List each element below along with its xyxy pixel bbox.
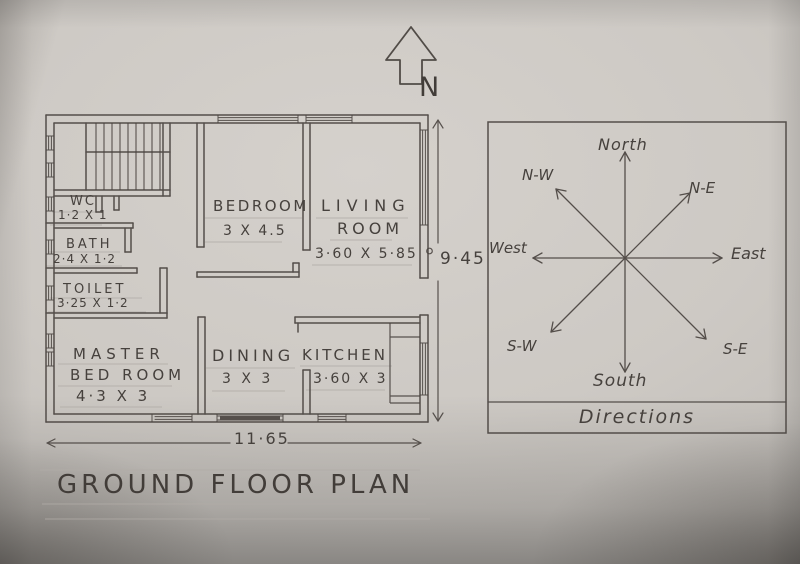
compass-caption: Directions — [578, 406, 696, 428]
compass-label-south: South — [593, 371, 648, 391]
walls — [45, 114, 429, 423]
window-symbols — [46, 115, 428, 422]
north-arrow-icon — [385, 26, 437, 85]
room-size-bedroom: 3 X 4.5 — [223, 223, 287, 239]
compass-label-sw: S-W — [507, 337, 537, 355]
room-label-bath: BATH — [66, 237, 113, 252]
compass-rose — [487, 121, 787, 434]
room-size-dining: 3 X 3 — [222, 371, 274, 387]
room-label-dining: DINING — [212, 346, 295, 365]
room-label-bedroom: BEDROOM — [213, 197, 309, 215]
room-label-living-line1: LIVING — [321, 196, 411, 215]
dimension-width-label: 11·65 — [234, 429, 290, 448]
north-letter: N — [419, 72, 440, 103]
compass-label-ne: N-E — [689, 179, 716, 197]
room-size-master: 4·3 X 3 — [76, 387, 151, 405]
kitchen-counter — [389, 247, 433, 404]
room-size-bath: 2·4 X 1·2 — [53, 252, 117, 266]
compass-label-east: East — [731, 244, 766, 263]
room-label-master-line1: MASTER — [73, 345, 165, 363]
compass-label-north: North — [598, 135, 648, 154]
stair-treads — [95, 123, 161, 190]
compass-label-nw: N-W — [522, 166, 554, 184]
text-guidelines — [40, 211, 430, 520]
room-label-master-line2: BED ROOM — [70, 366, 186, 384]
door-knob-mark — [426, 247, 433, 255]
room-size-wc: 1·2 X 1 — [58, 208, 108, 222]
room-size-kitchen: 3·60 X 3 — [313, 371, 388, 387]
dimension-height-label: 9·45 — [440, 249, 486, 269]
room-size-living: 3·60 X 5·85 — [315, 246, 418, 262]
room-size-toilet: 3·25 X 1·2 — [57, 296, 129, 310]
page-title: GROUND FLOOR PLAN — [57, 470, 415, 500]
room-label-toilet: TOILET — [63, 282, 127, 297]
room-label-living-line2: ROOM — [337, 219, 404, 238]
room-label-kitchen: KITCHEN — [302, 346, 388, 364]
room-label-wc: WC — [70, 194, 96, 209]
compass-label-se: S-E — [723, 340, 748, 358]
dimension-lines — [46, 119, 444, 448]
compass-label-west: West — [489, 239, 527, 257]
